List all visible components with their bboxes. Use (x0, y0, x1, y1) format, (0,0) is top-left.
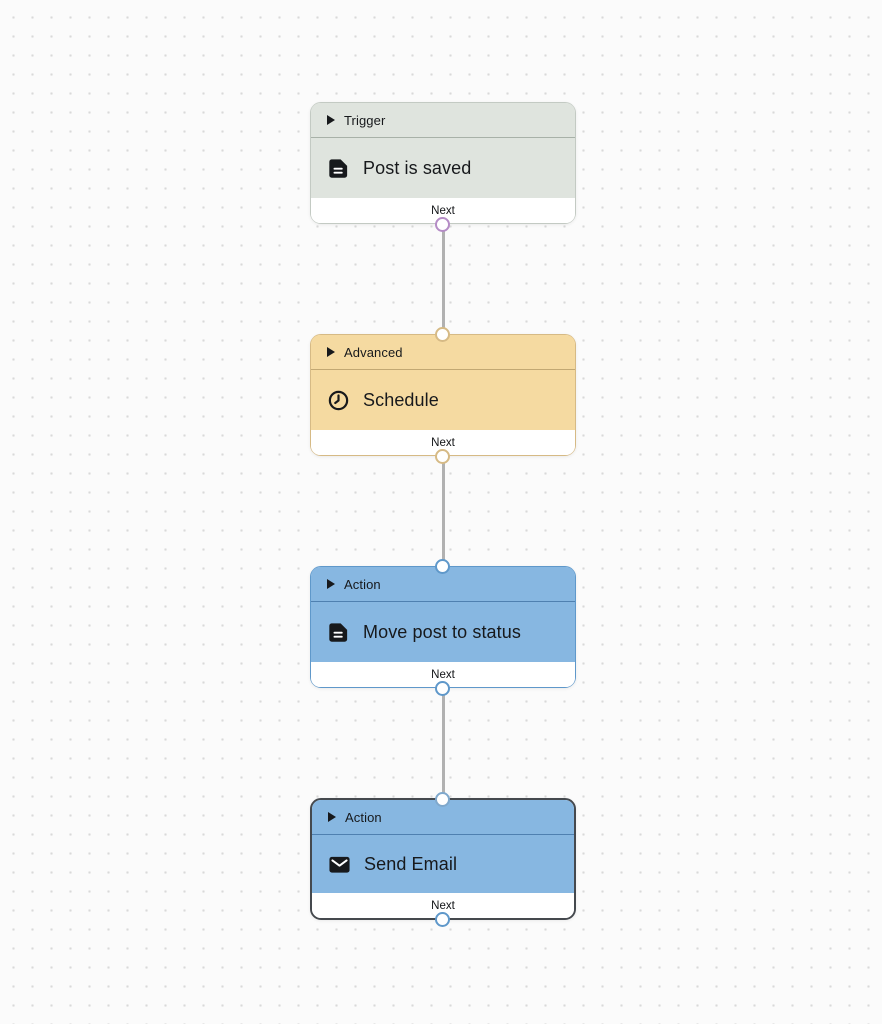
node-category-label: Trigger (344, 112, 386, 128)
node-header[interactable]: Trigger (311, 103, 575, 138)
node-title: Send Email (364, 853, 458, 874)
input-port[interactable] (435, 791, 450, 807)
output-port[interactable] (435, 216, 450, 232)
input-port[interactable] (435, 558, 450, 574)
play-icon (327, 347, 335, 357)
node-body[interactable]: Send Email (312, 835, 574, 893)
play-icon (328, 812, 336, 822)
play-icon (327, 579, 335, 589)
document-icon (327, 157, 350, 180)
workflow-node-advanced-schedule[interactable]: Advanced Schedule Next (310, 326, 576, 464)
node-title: Post is saved (363, 157, 472, 178)
clock-icon (327, 389, 350, 412)
play-icon (327, 115, 335, 125)
node-header[interactable]: Action (311, 567, 575, 602)
next-port-label: Next (431, 436, 455, 449)
workflow-node-action-send-email[interactable]: Action Send Email Next (310, 791, 576, 927)
document-icon (327, 621, 350, 644)
node-body[interactable]: Schedule (311, 370, 575, 430)
node-category-label: Action (344, 576, 381, 592)
next-port-label: Next (431, 668, 455, 681)
output-port[interactable] (435, 911, 450, 927)
next-port-label: Next (431, 899, 455, 912)
node-body[interactable]: Move post to status (311, 602, 575, 662)
node-title: Move post to status (363, 621, 521, 642)
workflow-node-trigger-post-is-saved[interactable]: Trigger Post is saved Next (310, 102, 576, 232)
workflow-node-action-move-post-to-status[interactable]: Action Move post to status Next (310, 558, 576, 696)
node-body[interactable]: Post is saved (311, 138, 575, 198)
input-port[interactable] (435, 326, 450, 342)
connector-line[interactable] (441, 688, 445, 799)
next-port-label: Next (431, 204, 455, 217)
node-title: Schedule (363, 389, 439, 410)
output-port[interactable] (435, 448, 450, 464)
connector-line[interactable] (441, 224, 445, 335)
node-category-label: Advanced (344, 344, 403, 360)
envelope-icon (328, 853, 351, 876)
output-port[interactable] (435, 680, 450, 696)
node-category-label: Action (345, 809, 382, 825)
connector-line[interactable] (441, 456, 445, 567)
